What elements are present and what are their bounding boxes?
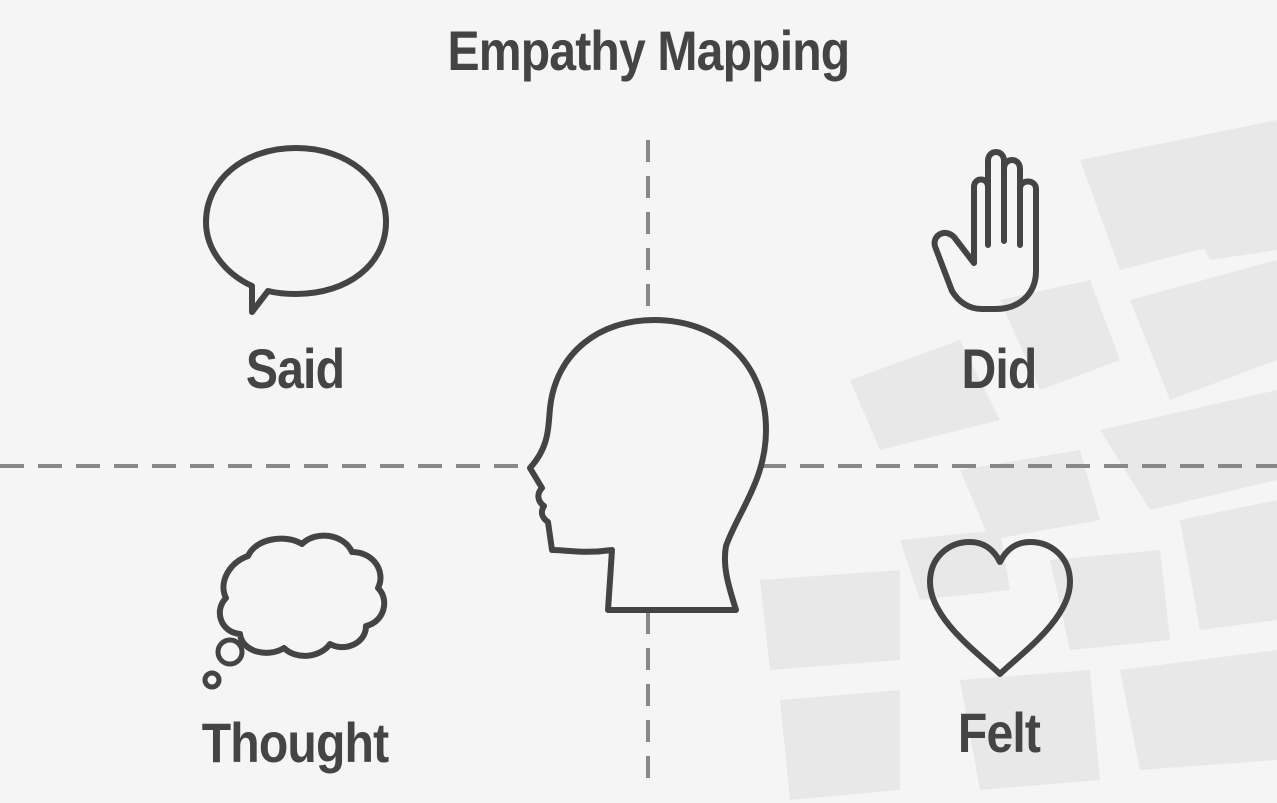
said-label: Said xyxy=(245,337,345,400)
vertical-divider-top xyxy=(646,140,650,315)
vertical-divider-bottom xyxy=(646,612,650,792)
hand-icon xyxy=(931,149,1039,312)
horizontal-divider-left xyxy=(0,464,530,468)
diagram-title: Empathy Mapping xyxy=(447,19,851,82)
thought-label: Thought xyxy=(201,711,389,774)
horizontal-divider-right xyxy=(762,464,1277,468)
head-profile-icon xyxy=(527,317,769,613)
felt-label: Felt xyxy=(957,701,1041,764)
heart-icon xyxy=(927,539,1073,677)
thought-bubble-icon xyxy=(202,532,388,690)
speech-bubble-icon xyxy=(203,145,389,315)
did-label: Did xyxy=(961,337,1037,400)
